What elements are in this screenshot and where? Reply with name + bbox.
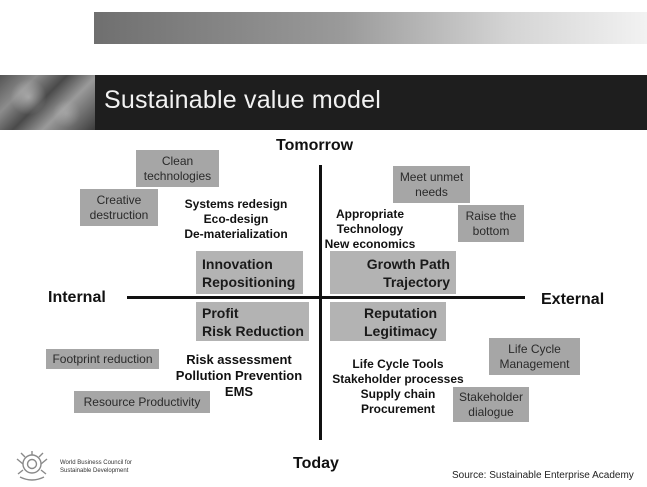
- quadrant-innovation-repositioning: Innovation Repositioning: [196, 251, 303, 294]
- quadrant-profit-risk-reduction: Profit Risk Reduction: [196, 302, 309, 341]
- wbcsd-logo-icon: [16, 451, 48, 481]
- quadrant-growth-path-trajectory: Growth Path Trajectory: [330, 251, 456, 294]
- text-systems-redesign: Systems redesign Eco-design De-materiali…: [184, 197, 288, 241]
- text-life-cycle-tools: Life Cycle Tools Stakeholder processes S…: [332, 357, 464, 416]
- vertical-axis: [319, 165, 322, 440]
- wbcsd-logo-text: World Business Council for Sustainable D…: [60, 460, 132, 474]
- slide-title: Sustainable value model: [104, 86, 381, 114]
- box-life-cycle-management: Life Cycle Management: [489, 338, 580, 375]
- box-creative-destruction: Creative destruction: [80, 189, 158, 226]
- box-clean-technologies: Clean technologies: [136, 150, 219, 187]
- axis-label-today: Today: [293, 455, 339, 472]
- text-risk-assessment: Risk assessment Pollution Prevention EMS: [175, 352, 303, 399]
- axis-label-internal: Internal: [48, 289, 106, 306]
- box-stakeholder-dialogue: Stakeholder dialogue: [453, 387, 529, 422]
- box-meet-unmet-needs: Meet unmet needs: [393, 166, 470, 203]
- axis-label-external: External: [541, 291, 605, 308]
- box-raise-the-bottom: Raise the bottom: [458, 205, 524, 242]
- title-bar: [0, 75, 647, 130]
- source-note: Source: Sustainable Enterprise Academy: [452, 470, 634, 481]
- text-appropriate-technology: Appropriate Technology New economics: [324, 207, 416, 251]
- header-gradient-bar: [94, 12, 647, 44]
- horizontal-axis: [127, 296, 525, 299]
- title-bar-texture-image: [0, 75, 95, 130]
- axis-label-tomorrow: Tomorrow: [276, 137, 354, 154]
- quadrant-reputation-legitimacy: Reputation Legitimacy: [330, 302, 446, 341]
- box-resource-productivity: Resource Productivity: [74, 391, 210, 413]
- box-footprint-reduction: Footprint reduction: [46, 349, 159, 369]
